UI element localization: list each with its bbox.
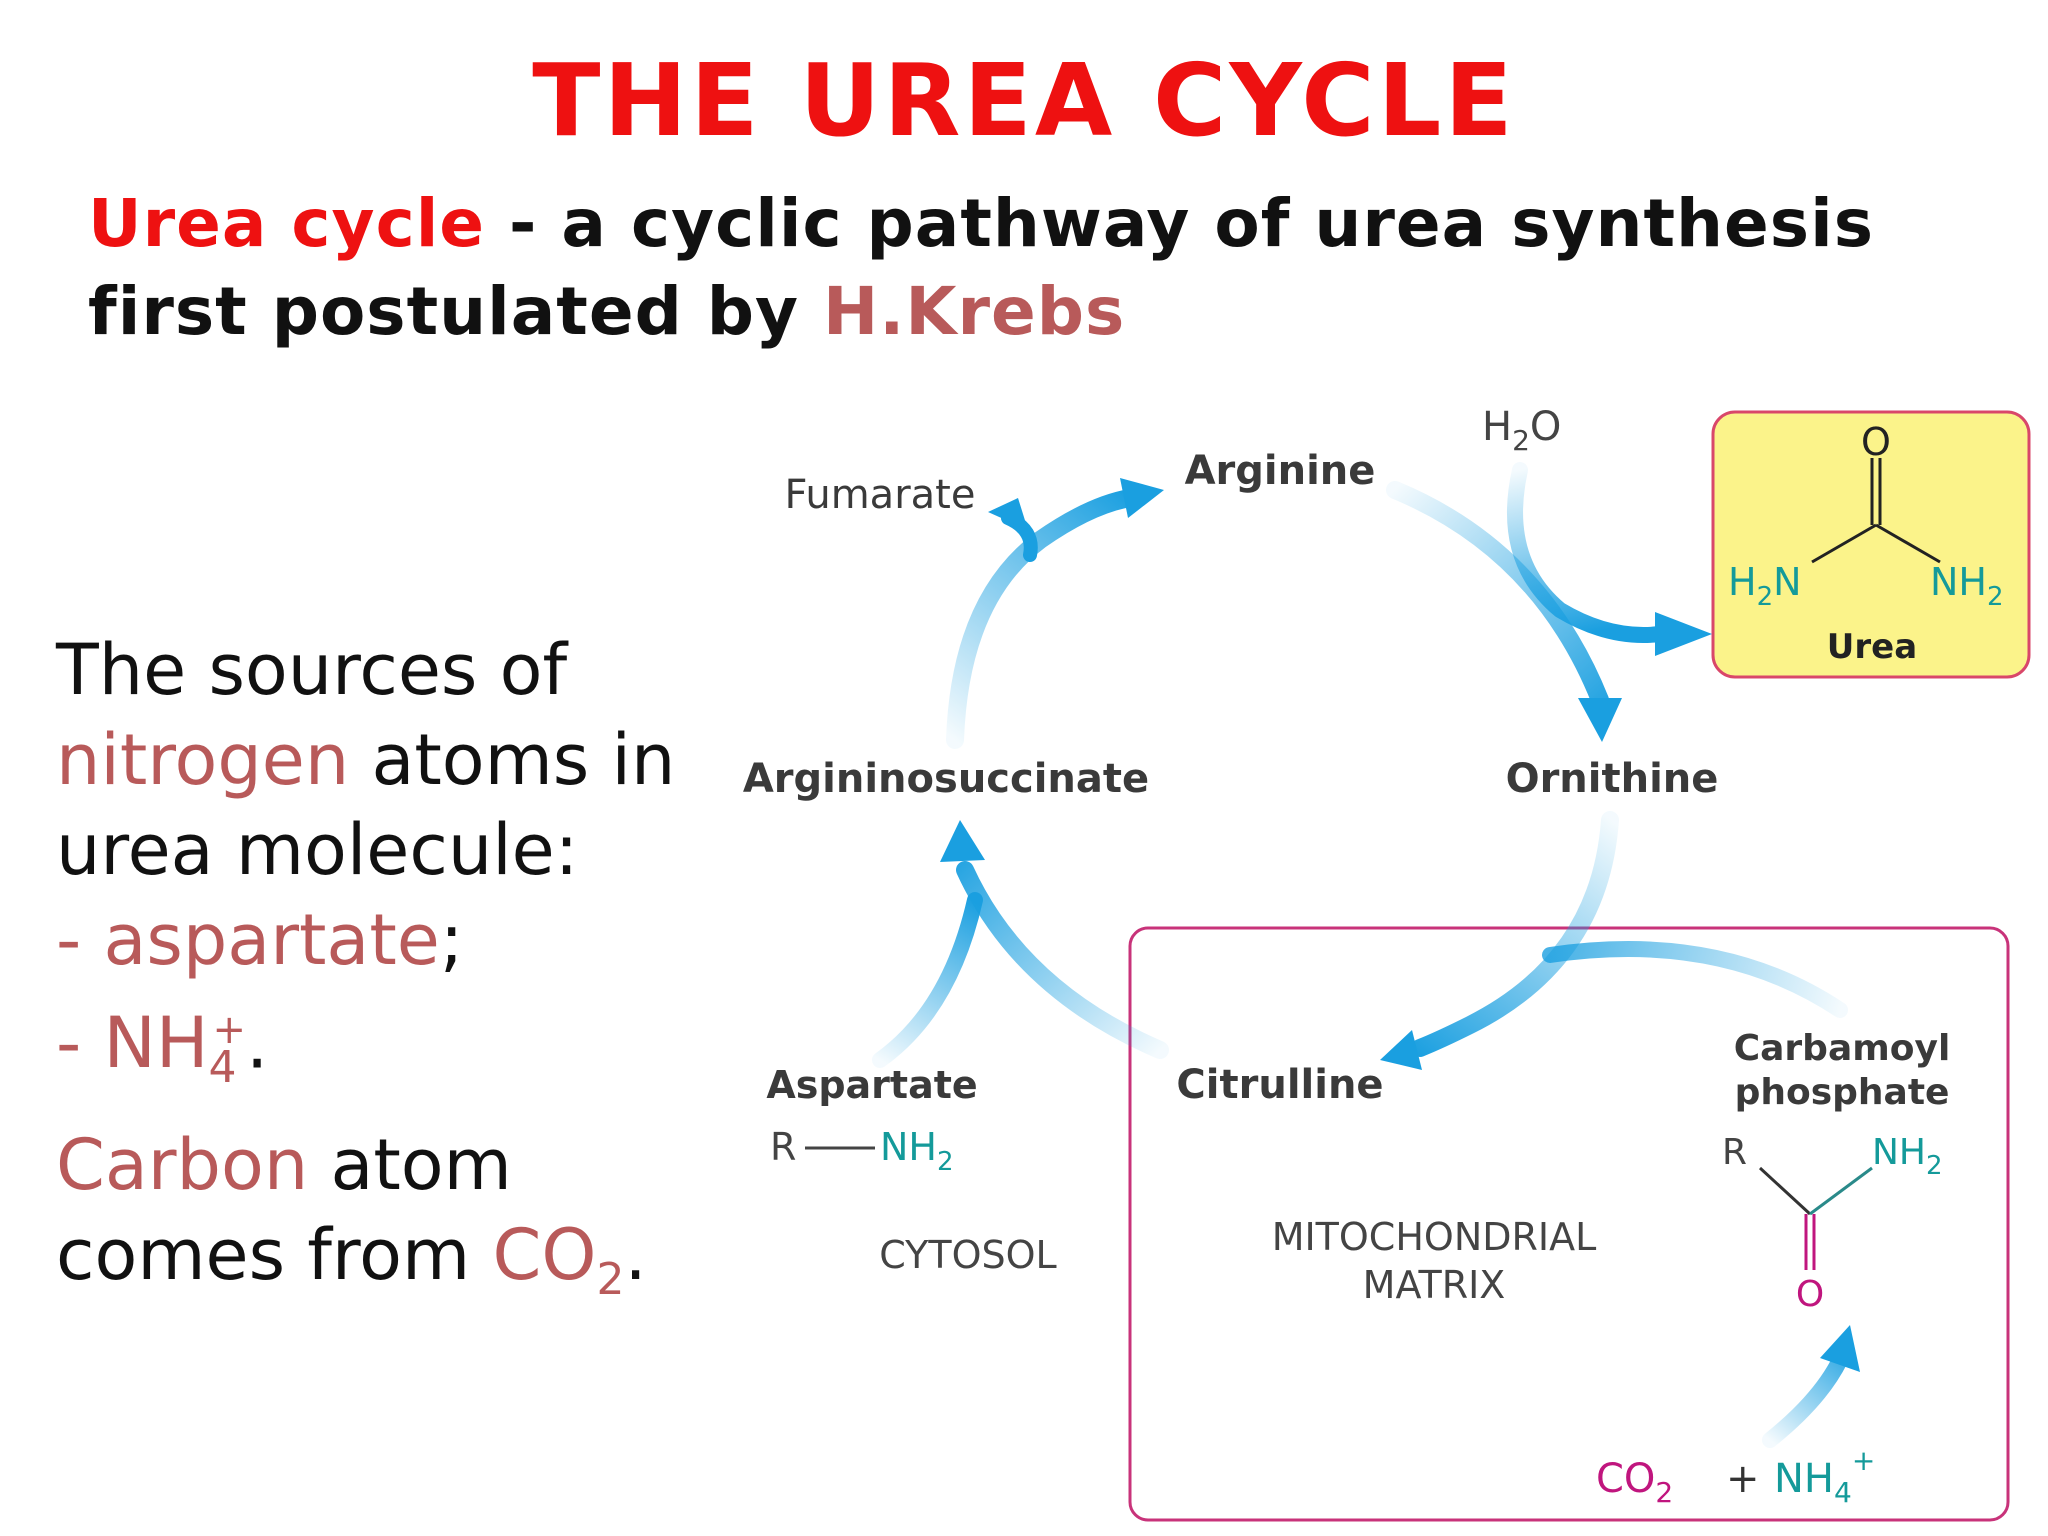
nitrogen-sources-text: The sources of nitrogen atoms in urea mo…	[56, 625, 675, 1113]
label-plus: +	[1726, 1456, 1760, 1502]
arrowhead-ornithine	[1578, 698, 1622, 742]
arrow-arginine-ornithine	[1386, 481, 1609, 709]
ammonium-sup: +	[212, 1007, 247, 1053]
label-fumarate: Fumarate	[785, 472, 976, 518]
carbon-rest: atom	[308, 1124, 512, 1206]
urea-box	[1711, 410, 2031, 679]
source-aspartate-end: ;	[439, 899, 464, 981]
ammonium-sub: 4	[208, 1042, 237, 1094]
sources-line2: atoms in	[349, 719, 676, 801]
label-citrulline: Citrulline	[1176, 1062, 1383, 1108]
nitrogen-word: nitrogen	[56, 719, 350, 801]
sources-line3: urea molecule:	[56, 809, 579, 891]
carbamoyl-label-1: Carbamoyl	[1734, 1028, 1951, 1069]
co-text: CO	[492, 1214, 597, 1296]
urea-bond-right	[1875, 523, 1941, 564]
arrowhead-citrulline	[1380, 1030, 1422, 1070]
arrowhead-carbamoyl	[1820, 1325, 1860, 1372]
carbon-word: Carbon	[56, 1124, 309, 1206]
carbon-line2: comes from	[56, 1214, 493, 1296]
label-nh4: NH4+	[1774, 1444, 1875, 1509]
label-argininosuccinate: Argininosuccinate	[743, 756, 1149, 802]
label-mitochondrial: MITOCHONDRIAL	[1272, 1215, 1597, 1259]
carbon-source-text: Carbon atom comes from CO2.	[56, 1120, 647, 1325]
label-ornithine: Ornithine	[1506, 756, 1719, 802]
arrow-water-urea	[1507, 462, 1668, 643]
urea-label: Urea	[1827, 627, 1917, 667]
label-aspartate: Aspartate	[766, 1063, 977, 1107]
carbon-dioxide: CO2	[492, 1214, 624, 1305]
urea-bond-left	[1811, 523, 1877, 564]
label-cytosol: CYTOSOL	[879, 1233, 1056, 1277]
arrow-aspartate-in	[872, 892, 983, 1068]
urea-h2n: H2N	[1728, 560, 1802, 612]
arrow-carbamoyl-phosphate	[1542, 941, 1848, 1018]
arrowhead-argininosuccinate	[940, 820, 985, 862]
source-ammonium-end: .	[246, 1002, 269, 1085]
label-matrix: MATRIX	[1363, 1263, 1506, 1307]
arrowhead-fumarate	[988, 498, 1028, 530]
carbamoyl-label-2: phosphate	[1735, 1072, 1950, 1113]
urea-nh2: NH2	[1930, 560, 2004, 612]
definition: Urea cycle - a cyclic pathway of urea sy…	[88, 180, 1874, 356]
carbamoyl-r: R	[1722, 1132, 1747, 1173]
definition-line2: first postulated by	[88, 273, 824, 350]
source-ammonium: - NH4+	[56, 1002, 247, 1093]
ammonium-text: - NH	[56, 1002, 209, 1085]
arrowhead-urea	[1655, 612, 1712, 656]
arrow-co2-carbamoyl	[1762, 1352, 1848, 1448]
definition-text: - a cyclic pathway of urea synthesis	[485, 185, 1874, 262]
aspartate-nh2: NH2	[880, 1125, 954, 1177]
author-name: H.Krebs	[823, 273, 1126, 350]
carbon-end: .	[624, 1214, 647, 1296]
label-arginine: Arginine	[1185, 448, 1376, 494]
label-co2: CO2	[1596, 1456, 1673, 1509]
arrow-ornithine-citrulline	[1411, 811, 1619, 1057]
label-water: H2O	[1482, 404, 1561, 457]
carbamoyl-bond-left	[1758, 1166, 1812, 1216]
urea-oxygen: O	[1861, 420, 1891, 464]
arrowhead-arginine	[1120, 478, 1164, 518]
page-title: THE UREA CYCLE	[532, 42, 1516, 159]
aspartate-r: R	[770, 1125, 796, 1169]
co-sub: 2	[596, 1254, 625, 1305]
sources-line1: The sources of	[56, 629, 568, 711]
arrow-argininosuccinate-arginine	[946, 489, 1139, 749]
source-aspartate: - aspartate	[56, 899, 440, 981]
carbamoyl-nh2: NH2	[1872, 1132, 1943, 1181]
carbamoyl-bond-right	[1809, 1166, 1873, 1216]
term-urea-cycle: Urea cycle	[88, 185, 486, 262]
carbamoyl-oxygen: O	[1796, 1274, 1824, 1315]
